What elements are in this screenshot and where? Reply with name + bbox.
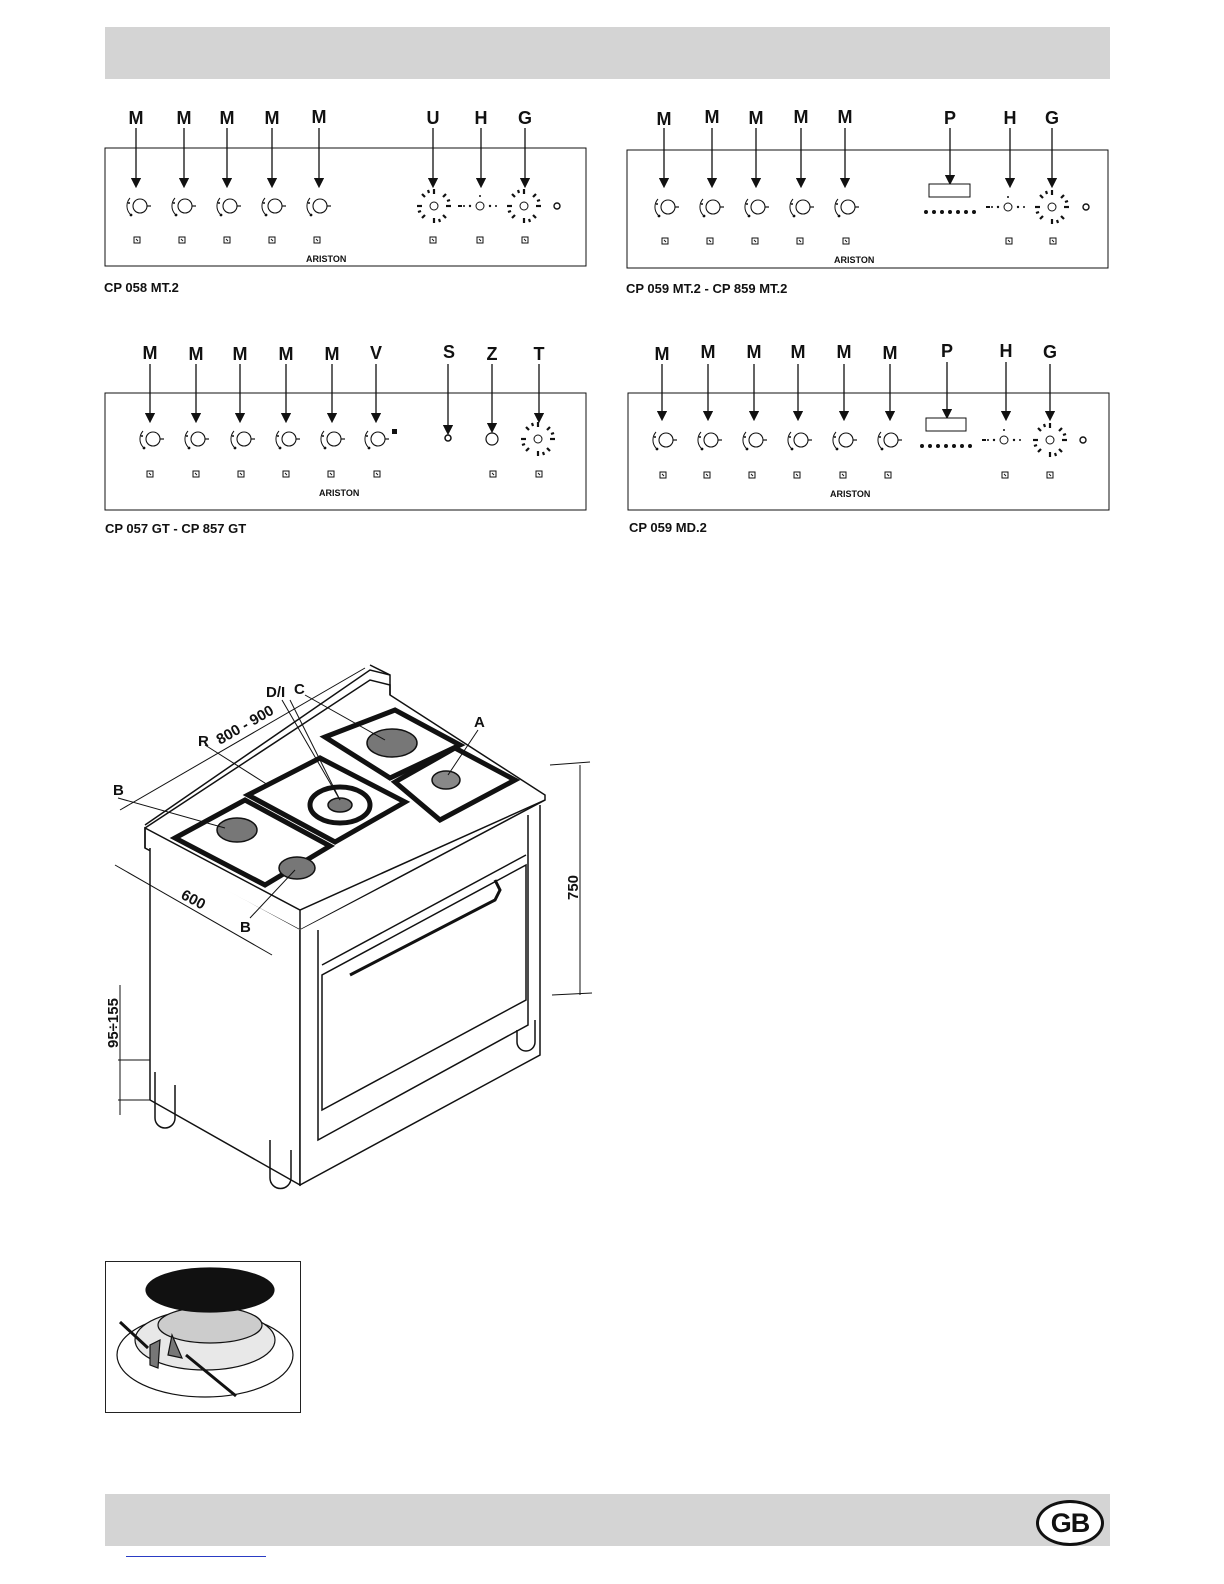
panel4-label-5: M: [883, 343, 898, 363]
control-panel-2: [627, 128, 1108, 268]
panel4-caption: CP 059 MD.2: [629, 520, 707, 535]
panel1-label-5: U: [427, 108, 440, 128]
svg-text:ARISTON: ARISTON: [306, 254, 346, 264]
panel2-label-5: P: [944, 108, 956, 128]
panel2-label-0: M: [657, 109, 672, 129]
panel3-label-2: M: [233, 344, 248, 364]
panel3-label-1: M: [189, 344, 204, 364]
panel3-label-0: M: [143, 343, 158, 363]
panel3-label-7: Z: [487, 344, 498, 364]
panel3-label-4: M: [325, 344, 340, 364]
footer-link-line: [126, 1556, 266, 1557]
panel4-label-4: M: [837, 342, 852, 362]
panel4-label-2: M: [747, 342, 762, 362]
label-feet: 95÷155: [105, 998, 122, 1048]
panel4-label-3: M: [791, 342, 806, 362]
panel1-label-4: M: [312, 107, 327, 127]
panel3-label-8: T: [534, 344, 545, 364]
cooker-illustration: [115, 665, 592, 1189]
panel4-label-7: H: [1000, 341, 1013, 361]
panel4-label-6: P: [941, 341, 953, 361]
panel1-caption: CP 058 MT.2: [104, 280, 179, 295]
language-badge: GB: [1036, 1500, 1104, 1546]
label-b-bottom: B: [240, 919, 251, 936]
panel1-label-1: M: [177, 108, 192, 128]
label-c: C: [294, 681, 305, 698]
control-panel-4: [628, 362, 1109, 510]
panel1-label-6: H: [475, 108, 488, 128]
panel3-caption: CP 057 GT - CP 857 GT: [105, 521, 246, 536]
svg-text:ARISTON: ARISTON: [319, 488, 359, 498]
panel2-label-1: M: [705, 107, 720, 127]
panel1-label-7: G: [518, 108, 532, 128]
panel2-label-3: M: [794, 107, 809, 127]
panel3-label-3: M: [279, 344, 294, 364]
label-di: D/I: [266, 684, 285, 701]
svg-text:ARISTON: ARISTON: [830, 489, 870, 499]
panel2-label-7: G: [1045, 108, 1059, 128]
label-a: A: [474, 714, 485, 731]
panel2-label-4: M: [838, 107, 853, 127]
panel4-label-8: G: [1043, 342, 1057, 362]
footer-band: [105, 1494, 1110, 1546]
panel2-label-2: M: [749, 108, 764, 128]
panel3-label-5: V: [370, 343, 382, 363]
panel2-label-6: H: [1004, 108, 1017, 128]
panel1-label-3: M: [265, 108, 280, 128]
label-b-top: B: [113, 782, 124, 799]
panel4-label-0: M: [655, 344, 670, 364]
panel2-caption: CP 059 MT.2 - CP 859 MT.2: [626, 281, 787, 296]
svg-text:ARISTON: ARISTON: [834, 255, 874, 265]
control-panel-1: [105, 128, 586, 266]
label-height: 750: [565, 875, 582, 900]
panel1-label-2: M: [220, 108, 235, 128]
panel3-label-6: S: [443, 342, 455, 362]
burner-detail-frame: [105, 1261, 301, 1413]
panel4-label-1: M: [701, 342, 716, 362]
panel1-label-0: M: [129, 108, 144, 128]
label-r: R: [198, 733, 209, 750]
